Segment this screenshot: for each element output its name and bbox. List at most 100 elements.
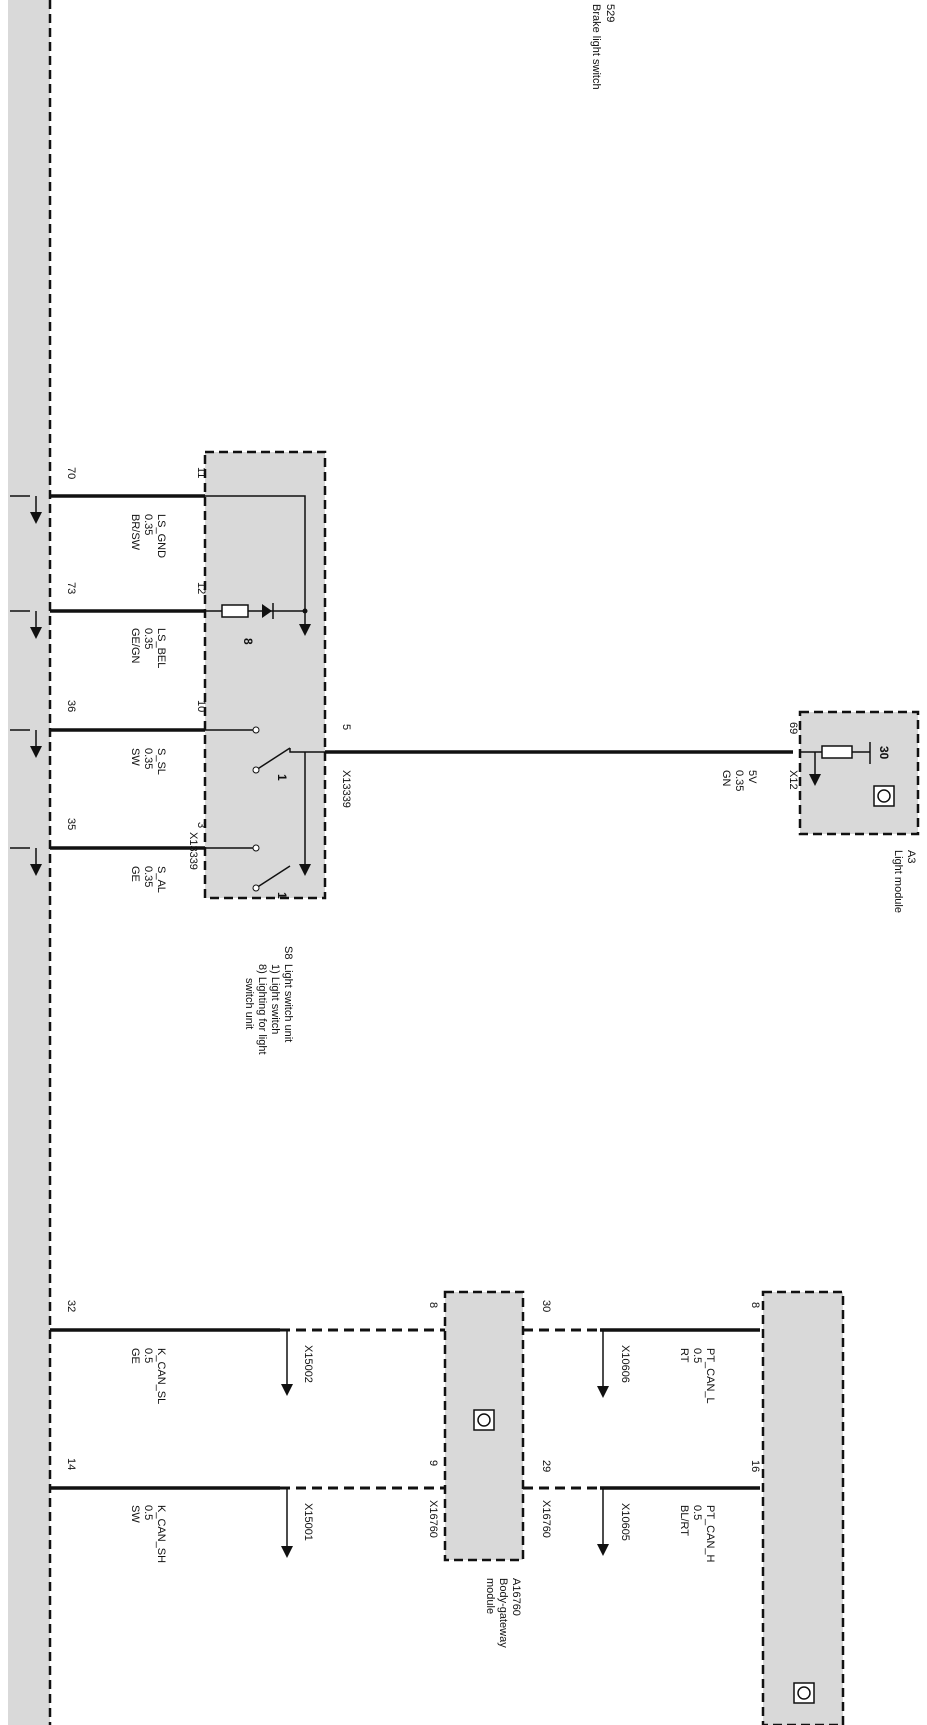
light-module-pin: 69 [787, 722, 799, 734]
symbol-1b: 1 [275, 892, 289, 899]
k-can-sl-splice: X15002 [302, 1345, 314, 1383]
wire-ls-gnd-main-pin: 70 [65, 467, 77, 479]
light-module-connector: X12 [787, 770, 799, 790]
wire-ls-gnd-size: 0.35 [142, 514, 154, 535]
pt-can-h-signal: PT_CAN_H [704, 1505, 716, 1563]
wire-ls-bel-size: 0.35 [142, 628, 154, 649]
main-pin-markers [10, 495, 36, 870]
pt-can-l-gw-pin: 30 [540, 1300, 552, 1312]
light-module: 69 X12 30 A3 Light module [787, 710, 920, 913]
k-can-sh-gw-pin: 9 [427, 1460, 439, 1466]
wire-ls-bel-signal: LS_BEL [155, 628, 167, 668]
k-can-sh-color: SW [129, 1505, 141, 1523]
led-diode [262, 604, 272, 618]
switch-unit-line-4: switch unit [243, 978, 255, 1029]
switch1-link [289, 748, 305, 753]
body-gateway-module: A16760 Body-gateway module X16760 X16760 [427, 1290, 552, 1648]
gateway-name-1: Body-gateway [497, 1578, 509, 1648]
pt-can-wires: 30 8 PT_CAN_L 0.5 RT X10606 29 16 PT_CAN… [523, 1300, 761, 1563]
pt-can-h-size: 0.5 [691, 1505, 703, 1520]
switch2-blade [255, 865, 291, 889]
wire-ls-gnd-signal: LS_GND [155, 514, 167, 558]
gateway-id: A16760 [510, 1578, 522, 1616]
switch-unit-line-2: 1) Light switch [269, 964, 281, 1034]
brake-switch-name: Brake light switch [590, 4, 602, 90]
wire-ls-bel-main-pin: 73 [65, 582, 77, 594]
switch-unit-line-1: Light switch unit [282, 964, 294, 1042]
pt-can-h-right-pin: 16 [749, 1460, 761, 1472]
wire-s-sl-color: SW [129, 748, 141, 766]
wire-5v-signal: 5V [746, 770, 758, 784]
symbol-1a: 1 [275, 774, 289, 781]
switch1-contact [252, 726, 260, 734]
switch2-pivot [252, 884, 260, 892]
k-can-sh-splice: X15001 [302, 1503, 314, 1541]
switch-unit-id: S8 [282, 946, 294, 959]
brake-light-switch-label: 529 Brake light switch [590, 4, 616, 90]
pt-can-h-gw-pin: 29 [540, 1460, 552, 1472]
k-can-sl-color: GE [129, 1348, 141, 1364]
gateway-connector-right: X16760 [540, 1500, 552, 1538]
gateway-name-2: module [484, 1578, 496, 1614]
switch1-blade [255, 747, 291, 771]
wire-s-al-color: GE [129, 866, 141, 882]
right-module-ecu-icon-ring [797, 1686, 811, 1700]
wire-s-al-main-pin: 35 [65, 818, 77, 830]
switch-connector-top: X13339 [340, 770, 352, 808]
light-module-resistor [821, 745, 853, 759]
wire-ls-gnd-sw-pin: 11 [195, 467, 207, 478]
k-can-sl-size: 0.5 [142, 1348, 154, 1363]
gateway-ecu-icon-ring [477, 1413, 491, 1427]
k-can-sh-signal: K_CAN_SH [155, 1505, 167, 1563]
wire-ls-bel-color: GE/GN [129, 628, 141, 664]
pt-can-l-splice: X10606 [619, 1345, 631, 1383]
led-resistor [221, 604, 249, 618]
gateway-body [443, 1290, 525, 1562]
switch2-contact [252, 844, 260, 852]
k-can-sh-size: 0.5 [142, 1505, 154, 1520]
pt-can-l-size: 0.5 [691, 1348, 703, 1363]
light-switch-unit: 8 1 1 S8 Light switch unit 1) Light swit… [187, 450, 327, 1055]
wire-s-sl-size: 0.35 [142, 748, 154, 769]
switch-pin-5: 5 [340, 724, 352, 730]
light-module-internal-30: 30 [877, 746, 891, 760]
wire-5v-size: 0.35 [733, 770, 745, 791]
pt-can-l-signal: PT_CAN_L [704, 1348, 716, 1404]
switch-unit-body [203, 450, 327, 900]
light-module-body [798, 710, 920, 836]
right-module-ecu-icon [793, 1682, 815, 1704]
wire-s-sl-sw-pin: 10 [195, 700, 207, 712]
pt-can-l-right-pin: 8 [749, 1302, 761, 1308]
light-module-ecu-icon [873, 785, 895, 807]
switch1-pivot [252, 766, 260, 774]
k-can-sl-signal: K_CAN_SL [155, 1348, 167, 1404]
wire-s-sl-main-pin: 36 [65, 700, 77, 712]
switch-wires: 70 11 LS_GND 0.35 BR/SW 73 12 LS_BEL 0.3… [10, 467, 207, 893]
k-can-sl-gw-pin: 8 [427, 1302, 439, 1308]
switch-unit-line-3: 8) Lighting for light [256, 964, 268, 1055]
wire-s-al-sw-pin: 3 [195, 822, 207, 828]
gateway-ecu-icon [473, 1409, 495, 1431]
switch-connector-bottom: X13339 [187, 832, 199, 870]
light-module-name: Light module [892, 850, 904, 913]
wire-ls-gnd-color: BR/SW [129, 514, 141, 551]
light-module-ecu-icon-ring [877, 789, 891, 803]
k-can-sh-main-pin: 14 [65, 1458, 77, 1470]
pt-can-h-color: BL/RT [678, 1505, 690, 1536]
right-module-body [761, 1290, 845, 1725]
main-module-body [8, 0, 50, 1725]
pt-can-h-splice: X10605 [619, 1503, 631, 1541]
k-can-wires: 32 8 K_CAN_SL 0.5 GE X15002 14 9 K_CAN_S… [50, 1300, 445, 1563]
gateway-connector-left: X16760 [427, 1500, 439, 1538]
k-can-sl-main-pin: 32 [65, 1300, 77, 1312]
gnd-internal [205, 495, 311, 636]
light-module-id: A3 [905, 850, 917, 863]
main-module [8, 0, 52, 1725]
wire-s-al-signal: S_AL [155, 866, 167, 893]
wire-5v-color: GN [720, 770, 732, 787]
wire-s-al-size: 0.35 [142, 866, 154, 887]
symbol-8: 8 [241, 638, 255, 645]
wire-s-sl-signal: S_SL [155, 748, 167, 775]
led-junction [302, 608, 308, 614]
